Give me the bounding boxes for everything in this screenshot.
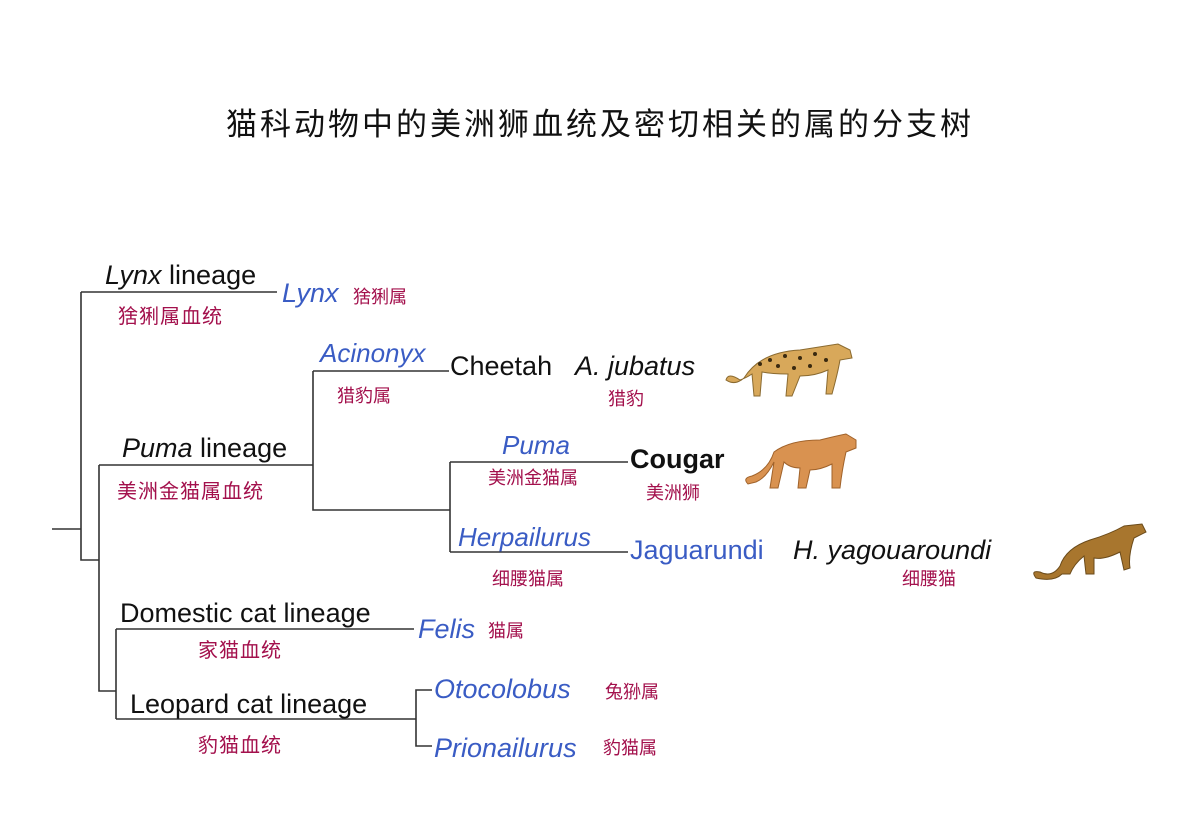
genus-chinese-puma: 美洲金猫属 [488,468,578,489]
genus-otocolobus: Otocolobus [434,674,571,704]
lineage-name-italic: Lynx [105,260,162,290]
species-chinese-cougar: 美洲狮 [646,483,700,504]
lineage-name-rest: lineage [161,260,257,290]
genus-chinese-acinonyx: 猎豹属 [337,386,391,407]
genus-lynx: Lynx [282,278,339,308]
clade-otocolobus-prionailurus [415,689,432,747]
lineage-chinese-puma: 美洲金猫属血统 [117,479,264,503]
species-chinese-jaguarundi: 细腰猫 [902,569,956,590]
clade-lynx-rest [80,292,99,561]
species-common-cougar: Cougar [630,444,725,474]
genus-herpailurus: Herpailurus [458,522,591,552]
lineage-name-italic: Puma [122,433,193,463]
cougar-illustration [745,433,857,489]
species-common-jaguarundi: Jaguarundi [630,535,764,565]
genus-chinese-prionailurus: 豹猫属 [603,738,657,759]
lineage-label-lynx: Lynx lineage [105,262,256,289]
genus-chinese-otocolobus: 兔狲属 [605,682,659,703]
species-chinese-cheetah: 猎豹 [608,389,644,410]
jaguarundi-illustration [1033,523,1147,580]
lineage-chinese-domestic-cat: 家猫血统 [198,638,282,662]
genus-prionailurus: Prionailurus [434,733,577,763]
genus-puma: Puma [502,430,570,460]
species-scientific-cheetah: A. jubatus [575,351,696,381]
lineage-chinese-lynx: 猞猁属血统 [118,304,223,328]
clade-acinonyx-puma [312,371,450,511]
lineage-label-domestic-cat: Domestic cat lineage [120,598,371,628]
lineage-name-rest: lineage [192,433,288,463]
genus-chinese-felis: 猫属 [488,621,524,642]
clade-puma-rest [98,465,116,692]
species-scientific-jaguarundi: H. yagouaroundi [793,535,992,565]
lineage-chinese-leopard-cat: 豹猫血统 [198,733,282,757]
lineage-label-puma: Puma lineage [122,435,287,462]
genus-acinonyx: Acinonyx [320,338,426,368]
species-common-cheetah: Cheetah [450,351,553,381]
cheetah-illustration [725,343,853,397]
genus-chinese-lynx: 猞猁属 [353,287,407,308]
diagram-title: 猫科动物中的美洲狮血统及密切相关的属的分支树 [226,107,974,143]
genus-felis: Felis [418,614,476,644]
lineage-label-leopard-cat: Leopard cat lineage [130,689,368,719]
genus-chinese-herpailurus: 细腰猫属 [492,569,564,590]
